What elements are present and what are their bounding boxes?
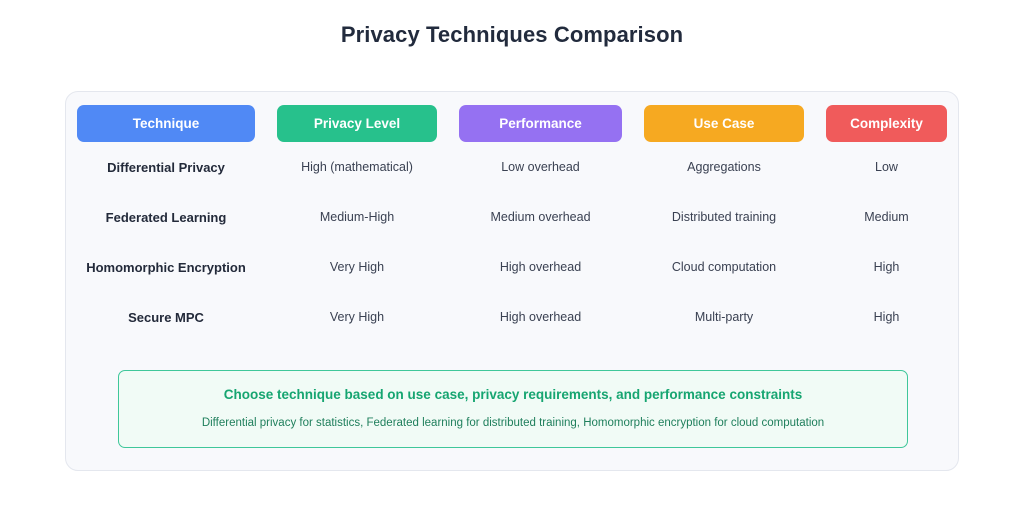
cell-complexity: High: [873, 310, 900, 324]
header-cell-wrap: Privacy Level: [266, 92, 448, 142]
column-header-pill-performance: Performance: [459, 105, 622, 142]
cell-use-case: Multi-party: [694, 310, 754, 324]
cell-complexity: Medium: [864, 210, 909, 224]
header-cell-wrap: Complexity: [815, 92, 958, 142]
cell-privacy-level: Very High: [329, 310, 385, 324]
table-header-row: Technique Privacy Level Performance: [66, 92, 958, 142]
cell-complexity: High: [873, 260, 900, 274]
header-cell-wrap: Performance: [448, 92, 633, 142]
column-header-pill-privacy-level: Privacy Level: [277, 105, 437, 142]
cell-performance: Low overhead: [501, 160, 580, 174]
table-row: Federated Learning Medium-High Medium ov…: [66, 192, 958, 242]
column-header-complexity[interactable]: Complexity: [815, 92, 958, 142]
column-header-use-case[interactable]: Use Case: [633, 92, 815, 142]
column-header-privacy-level[interactable]: Privacy Level: [266, 92, 448, 142]
table-row: Secure MPC Very High High overhead Multi…: [66, 292, 958, 342]
recommendation-callout: Choose technique based on use case, priv…: [118, 370, 908, 448]
recommendation-subtitle: Differential privacy for statistics, Fed…: [201, 417, 825, 429]
page-title: Privacy Techniques Comparison: [340, 22, 684, 47]
cell-technique: Federated Learning: [105, 209, 227, 225]
privacy-techniques-table: Technique Privacy Level Performance: [66, 92, 958, 342]
cell-privacy-level: Very High: [329, 260, 385, 274]
cell-privacy-level: High (mathematical): [301, 160, 413, 174]
cell-performance: High overhead: [499, 310, 582, 324]
cell-use-case: Cloud computation: [671, 260, 777, 274]
header-cell-wrap: Technique: [66, 92, 266, 142]
column-header-pill-use-case: Use Case: [644, 105, 804, 142]
cell-technique: Secure MPC: [128, 309, 204, 325]
comparison-card: Technique Privacy Level Performance: [65, 91, 959, 471]
cell-performance: High overhead: [499, 260, 582, 274]
column-header-pill-technique: Technique: [77, 105, 255, 142]
header-cell-wrap: Use Case: [633, 92, 815, 142]
column-header-pill-complexity: Complexity: [826, 105, 947, 142]
cell-complexity: Low: [875, 160, 898, 174]
table-row: Differential Privacy High (mathematical)…: [66, 142, 958, 192]
cell-performance: Medium overhead: [490, 210, 591, 224]
cell-use-case: Distributed training: [671, 210, 777, 224]
cell-technique: Differential Privacy: [107, 159, 225, 175]
table-row: Homomorphic Encryption Very High High ov…: [66, 242, 958, 292]
column-header-technique[interactable]: Technique: [66, 92, 266, 142]
cell-use-case: Aggregations: [687, 160, 761, 174]
cell-technique: Homomorphic Encryption: [86, 259, 246, 275]
column-header-performance[interactable]: Performance: [448, 92, 633, 142]
recommendation-title: Choose technique based on use case, priv…: [223, 387, 803, 402]
cell-privacy-level: Medium-High: [319, 210, 395, 224]
